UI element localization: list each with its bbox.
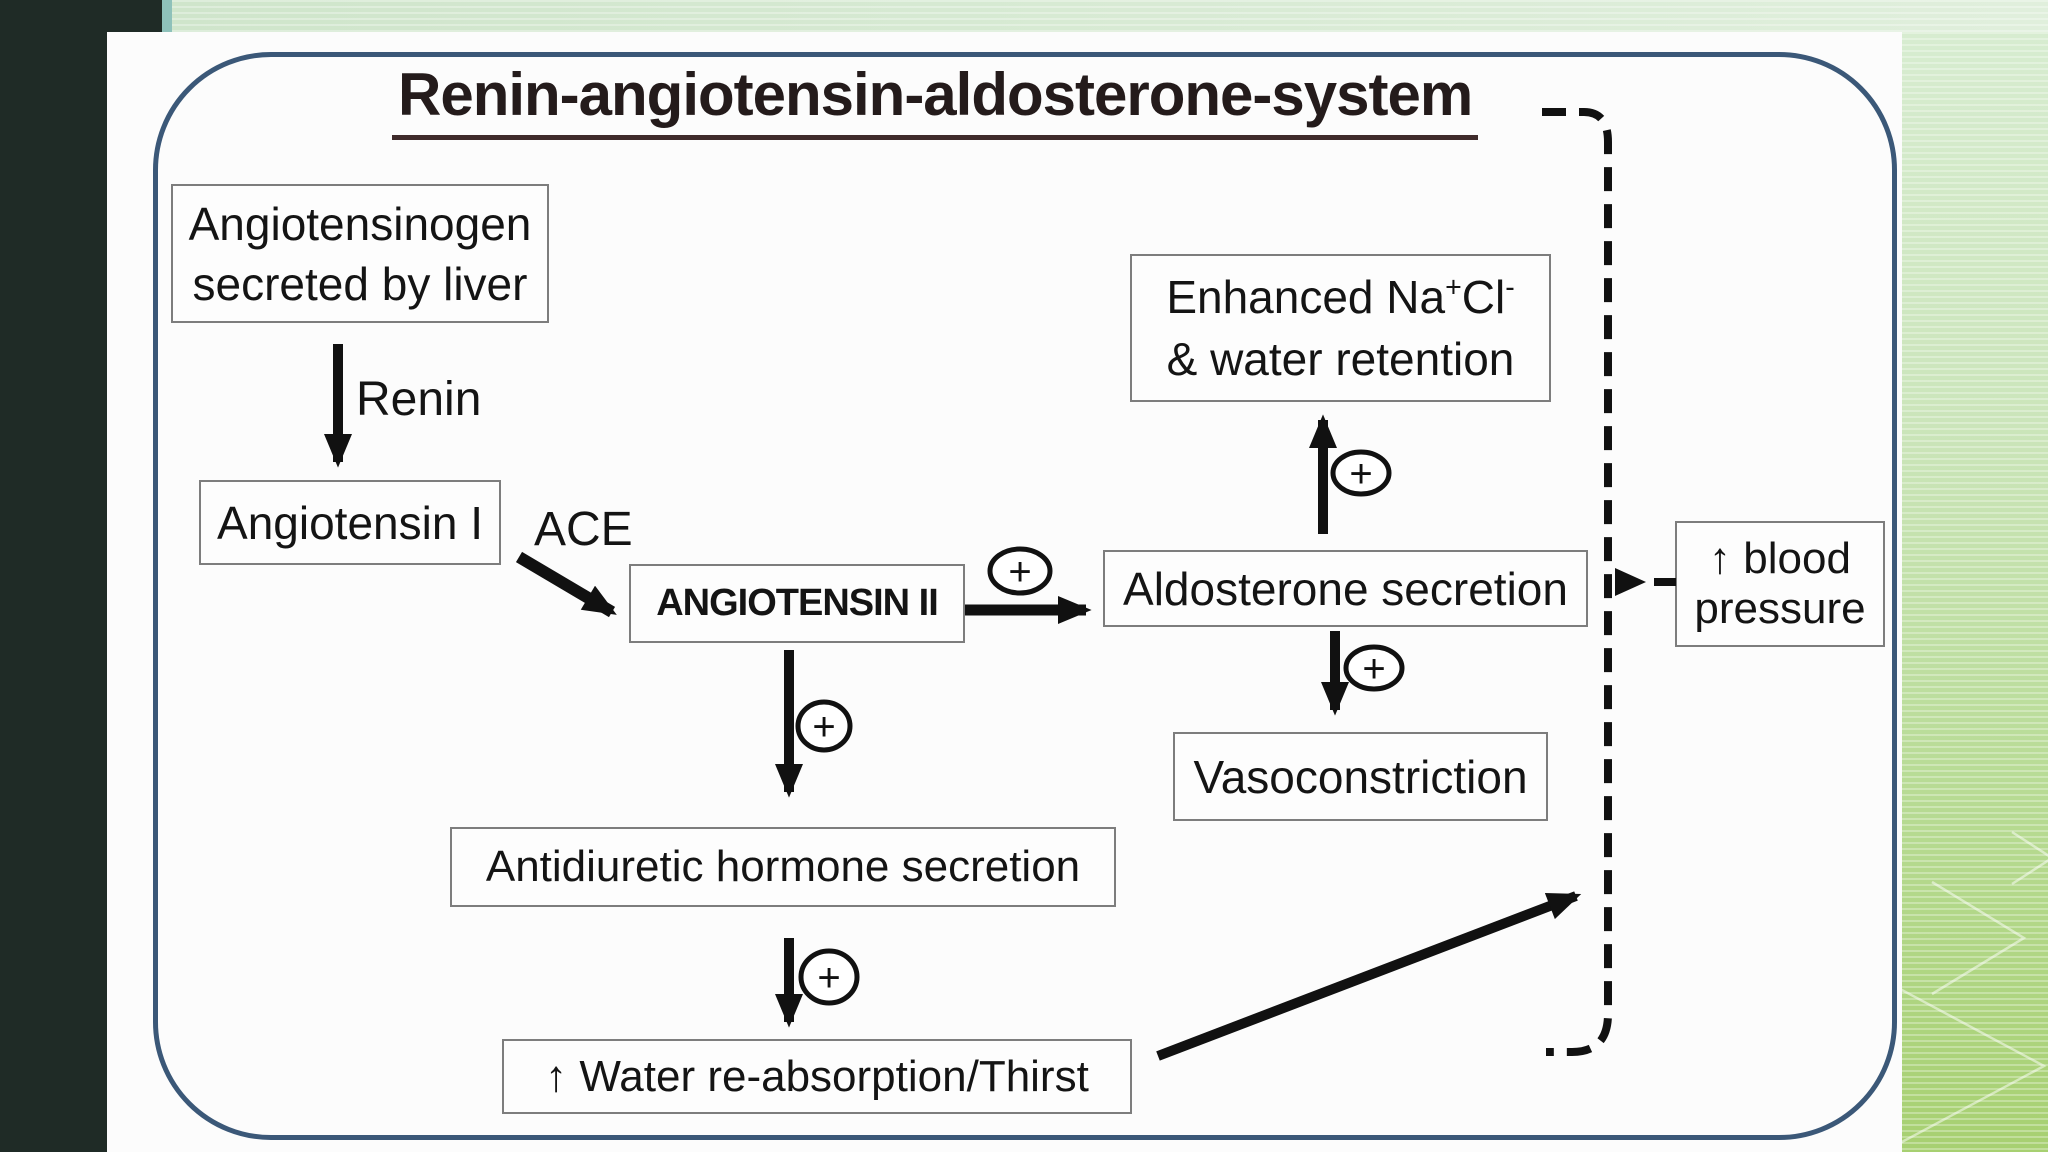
node-enhanced-nacl-water-retention: Enhanced Na+Cl- & water retention bbox=[1130, 254, 1551, 402]
node-vasoconstriction-label: Vasoconstriction bbox=[1193, 750, 1528, 803]
node-increased-blood-pressure: ↑ blood pressure bbox=[1675, 521, 1885, 647]
node-angiotensinogen-line1: Angiotensinogen bbox=[188, 197, 532, 250]
right-green-panel bbox=[1902, 32, 2048, 1152]
chevron-pattern-icon bbox=[1902, 830, 2048, 1144]
cl-superscript-minus: - bbox=[1505, 271, 1515, 304]
edge-label-ace: ACE bbox=[534, 503, 633, 556]
node-blood-pressure-line1: ↑ blood bbox=[1709, 534, 1851, 583]
node-angiotensin-i: Angiotensin I bbox=[199, 480, 501, 565]
na-superscript-plus: + bbox=[1445, 271, 1462, 304]
node-blood-pressure-line2: pressure bbox=[1694, 584, 1866, 633]
node-angiotensin-ii: ANGIOTENSIN II bbox=[629, 564, 965, 643]
enhanced-text-cl: Cl bbox=[1461, 271, 1506, 323]
node-aldosterone-secretion: Aldosterone secretion bbox=[1103, 550, 1588, 627]
slide-rounded-frame bbox=[153, 52, 1897, 1140]
diagram-title: Renin-angiotensin-aldosterone-system bbox=[392, 60, 1479, 140]
node-angiotensin-ii-label: ANGIOTENSIN II bbox=[656, 582, 939, 624]
node-water-reabsorption-thirst: ↑ Water re-absorption/Thirst bbox=[502, 1039, 1132, 1114]
node-enhanced-line1: Enhanced Na+Cl- bbox=[1166, 266, 1514, 328]
node-aldosterone-secretion-label: Aldosterone secretion bbox=[1123, 562, 1568, 615]
node-antidiuretic-label: Antidiuretic hormone secretion bbox=[485, 842, 1081, 891]
node-water-label: ↑ Water re-absorption/Thirst bbox=[545, 1051, 1089, 1101]
enhanced-text-na: Enhanced Na bbox=[1166, 271, 1446, 323]
node-angiotensinogen-line2: secreted by liver bbox=[192, 257, 528, 310]
node-antidiuretic-hormone-secretion: Antidiuretic hormone secretion bbox=[450, 827, 1116, 907]
top-green-band bbox=[172, 0, 2048, 32]
node-enhanced-line2: & water retention bbox=[1166, 333, 1515, 385]
node-angiotensin-i-label: Angiotensin I bbox=[217, 496, 483, 549]
node-vasoconstriction: Vasoconstriction bbox=[1173, 732, 1548, 821]
node-angiotensinogen: Angiotensinogen secreted by liver bbox=[171, 184, 549, 323]
edge-label-renin: Renin bbox=[356, 373, 482, 426]
